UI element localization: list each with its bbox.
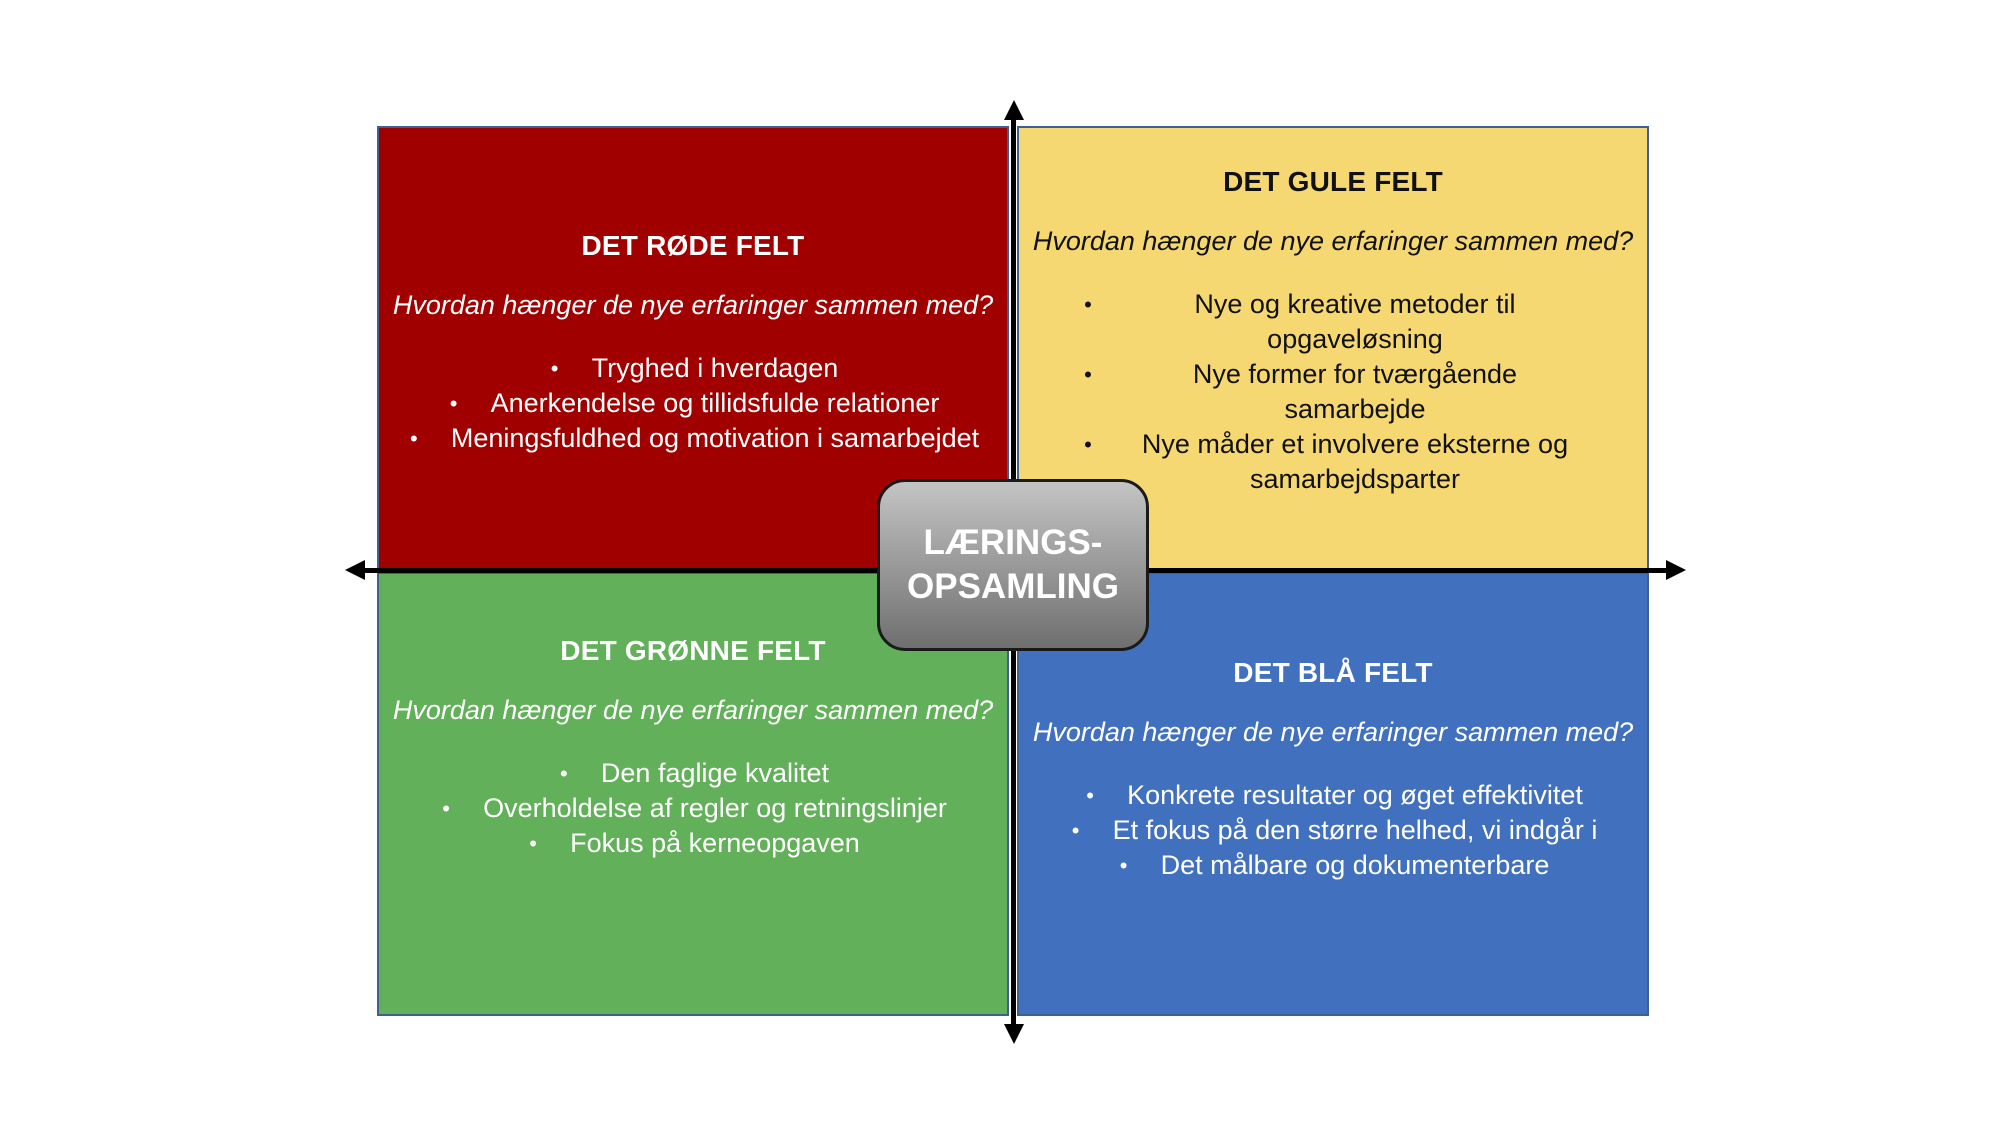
list-item: • Anerkendelse og tillidsfulde relationer	[407, 386, 979, 421]
bullet-icon: •	[449, 391, 458, 416]
list-item-text: Det målbare og dokumenterbare	[1160, 850, 1550, 880]
list-item-text: Nye og kreative metoder til opgaveløsnin…	[1194, 288, 1516, 354]
quadrant-green-list: • Den faglige kvalitet • Overholdelse af r…	[439, 756, 947, 861]
bullet-icon: •	[1086, 783, 1094, 808]
bullet-icon: •	[409, 426, 418, 451]
arrow-down-icon	[1004, 1024, 1024, 1044]
list-item: • Den faglige kvalitet	[439, 756, 947, 791]
list-item-text: Nye måder et involvere eksterne og samar…	[1141, 428, 1569, 494]
arrow-right-icon	[1666, 560, 1686, 580]
bullet-icon: •	[550, 356, 559, 381]
quadrant-yellow-title: DET GULE FELT	[1223, 165, 1443, 197]
list-item-text: Anerkendelse og tillidsfulde relationer	[490, 388, 940, 418]
list-item-text: Overholdelse af regler og retningslinjer	[483, 793, 947, 823]
center-label-line1: LÆRINGS-	[923, 523, 1103, 562]
bullet-icon: •	[529, 831, 537, 856]
bullet-icon: •	[1119, 853, 1128, 878]
list-item-text: Fokus på kerneopgaven	[570, 828, 860, 858]
quadrant-blue-question: Hvordan hænger de nye erfaringer sammen …	[1032, 717, 1634, 747]
arrow-left-icon	[345, 560, 365, 580]
list-item: • Fokus på kerneopgaven	[439, 826, 947, 861]
list-item: • Overholdelse af regler og retningslinje…	[439, 791, 947, 826]
quadrant-blue-title: DET BLÅ FELT	[1233, 657, 1433, 688]
center-box: LÆRINGS- OPSAMLING	[877, 479, 1149, 651]
quadrant-red-content: DET RØDE FELT Hvordan hænger de nye erfa…	[393, 230, 993, 456]
list-item: • Nye former for tværgående samarbejde	[1081, 357, 1585, 427]
list-item-text: Et fokus på den større helhed, vi indgår…	[1112, 815, 1598, 845]
quadrant-red-title: DET RØDE FELT	[581, 230, 805, 261]
quadrant-yellow-question: Hvordan hænger de nye erfaringer sammen …	[1032, 225, 1634, 256]
list-item: • Tryghed i hverdagen	[407, 351, 979, 386]
quadrant-green-question: Hvordan hænger de nye erfaringer sammen …	[392, 695, 994, 725]
list-item: • Meningsfuldhed og motivation i samarbej…	[407, 421, 979, 456]
list-item: • Konkrete resultater og øget effektivite…	[1069, 778, 1598, 813]
quadrant-red: DET RØDE FELT Hvordan hænger de nye erfa…	[377, 126, 1009, 570]
quadrant-red-question: Hvordan hænger de nye erfaringer sammen …	[392, 290, 994, 320]
list-item-text: Tryghed i hverdagen	[591, 353, 839, 383]
quadrant-green-title: DET GRØNNE FELT	[560, 635, 826, 666]
bullet-icon: •	[560, 761, 568, 786]
list-item-text: Konkrete resultater og øget effektivitet	[1127, 780, 1583, 810]
quadrant-red-list: • Tryghed i hverdagen • Anerkendelse og ti…	[407, 351, 979, 456]
bullet-icon: •	[1071, 818, 1080, 843]
list-item-text: Den faglige kvalitet	[600, 758, 830, 788]
quadrant-blue-content: DET BLÅ FELT Hvordan hænger de nye erfar…	[1033, 657, 1633, 883]
bullet-icon: •	[1084, 291, 1092, 317]
list-item-text: Meningsfuldhed og motivation i samarbejd…	[450, 423, 980, 453]
list-item: • Det målbare og dokumenterbare	[1069, 848, 1598, 883]
quadrant-blue-list: • Konkrete resultater og øget effektivite…	[1069, 778, 1598, 883]
quadrant-yellow-content: DET GULE FELT Hvordan hænger de nye erfa…	[1033, 166, 1633, 497]
bullet-icon: •	[1084, 361, 1092, 387]
quadrant-yellow-list: • Nye og kreative metoder til opgaveløsni…	[1081, 287, 1585, 497]
center-label-line2: OPSAMLING	[907, 567, 1119, 606]
list-item-text: Nye former for tværgående samarbejde	[1192, 358, 1518, 424]
list-item: • Nye måder et involvere eksterne og sama…	[1081, 427, 1585, 497]
arrow-up-icon	[1004, 100, 1024, 120]
bullet-icon: •	[1084, 431, 1092, 457]
bullet-icon: •	[442, 796, 450, 821]
quadrant-green-content: DET GRØNNE FELT Hvordan hænger de nye er…	[393, 635, 993, 861]
list-item: • Et fokus på den større helhed, vi indgå…	[1069, 813, 1598, 848]
list-item: • Nye og kreative metoder til opgaveløsni…	[1081, 287, 1585, 357]
